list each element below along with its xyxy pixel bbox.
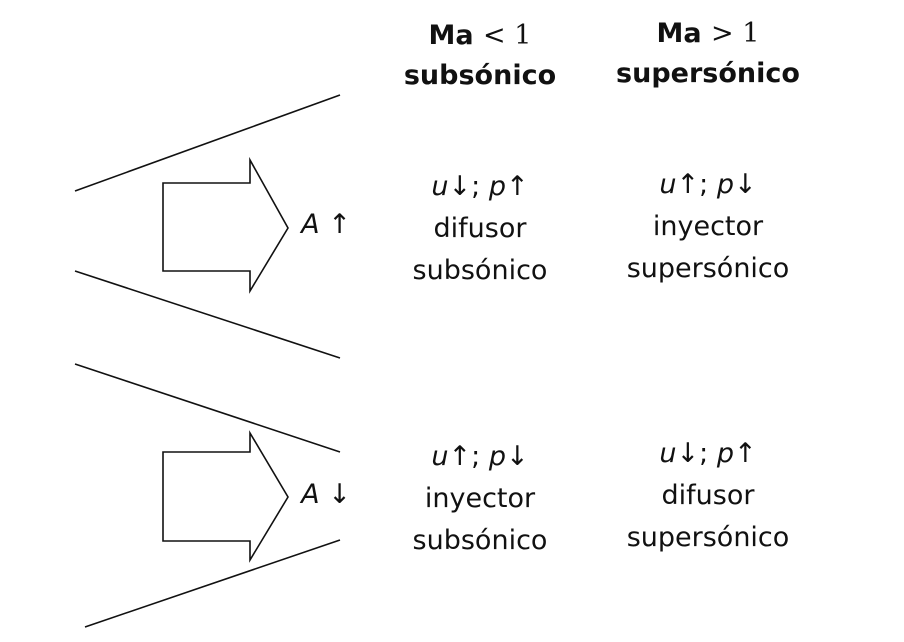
regime-label: supersónico (616, 58, 800, 89)
diverging-duct-lower-wall (74, 270, 341, 359)
trend-line: u↓; p↑ (603, 433, 813, 475)
area-increasing-label: A ↑ (296, 209, 356, 240)
velocity-symbol: u (659, 169, 677, 200)
regime-label: subsónico (412, 255, 548, 286)
pressure-symbol: p (488, 171, 506, 202)
header-subsonic: Ma < 1 subsónico (395, 16, 565, 96)
device-label: inyector (652, 211, 764, 242)
velocity-arrow: ↑ (448, 441, 472, 472)
mach-condition: Ma < 1 (395, 16, 565, 56)
mach-relation: < 1 (483, 20, 532, 51)
cell-diverging-subsonic: u↓; p↑ difusor subsónico (390, 166, 570, 292)
area-arrow: ↑ (328, 209, 351, 240)
pressure-symbol: p (716, 438, 734, 469)
area-decreasing-label: A ↓ (296, 479, 356, 510)
separator: ; (471, 171, 481, 202)
pressure-symbol: p (716, 169, 734, 200)
velocity-symbol: u (431, 171, 449, 202)
regime-label: subsónico (412, 525, 548, 556)
device-label: inyector (424, 483, 536, 514)
cell-diverging-supersonic: u↑; p↓ inyector supersónico (603, 164, 813, 290)
pressure-arrow: ↑ (505, 171, 529, 202)
pressure-arrow: ↑ (733, 438, 757, 469)
velocity-arrow: ↓ (676, 438, 700, 469)
trend-line: u↑; p↓ (603, 164, 813, 206)
velocity-arrow: ↑ (676, 169, 700, 200)
flow-arrow-icon (162, 430, 289, 563)
mach-condition: Ma > 1 (608, 14, 808, 54)
separator: ; (699, 169, 709, 200)
separator: ; (471, 441, 481, 472)
area-symbol: A (301, 209, 320, 240)
converging-duct-upper-wall (74, 363, 341, 453)
separator: ; (699, 438, 709, 469)
pressure-arrow: ↓ (505, 441, 529, 472)
velocity-symbol: u (431, 441, 449, 472)
device-label: difusor (433, 213, 527, 244)
converging-duct-lower-wall (84, 539, 341, 628)
regime-label: supersónico (626, 522, 790, 553)
mach-label: Ma (428, 20, 474, 51)
diverging-duct-upper-wall (74, 94, 341, 192)
velocity-arrow: ↓ (448, 171, 472, 202)
device-label: difusor (661, 480, 755, 511)
header-supersonic: Ma > 1 supersónico (608, 14, 808, 94)
area-arrow: ↓ (328, 479, 351, 510)
pressure-arrow: ↓ (733, 169, 757, 200)
regime-label: supersónico (626, 253, 790, 284)
mach-label: Ma (656, 18, 702, 49)
mach-relation: > 1 (711, 18, 760, 49)
area-symbol: A (301, 479, 320, 510)
flow-arrow-icon (162, 156, 289, 294)
cell-converging-supersonic: u↓; p↑ difusor supersónico (603, 433, 813, 559)
cell-converging-subsonic: u↑; p↓ inyector subsónico (390, 436, 570, 562)
pressure-symbol: p (488, 441, 506, 472)
velocity-symbol: u (659, 438, 677, 469)
trend-line: u↑; p↓ (390, 436, 570, 478)
regime-label: subsónico (403, 60, 557, 91)
trend-line: u↓; p↑ (390, 166, 570, 208)
